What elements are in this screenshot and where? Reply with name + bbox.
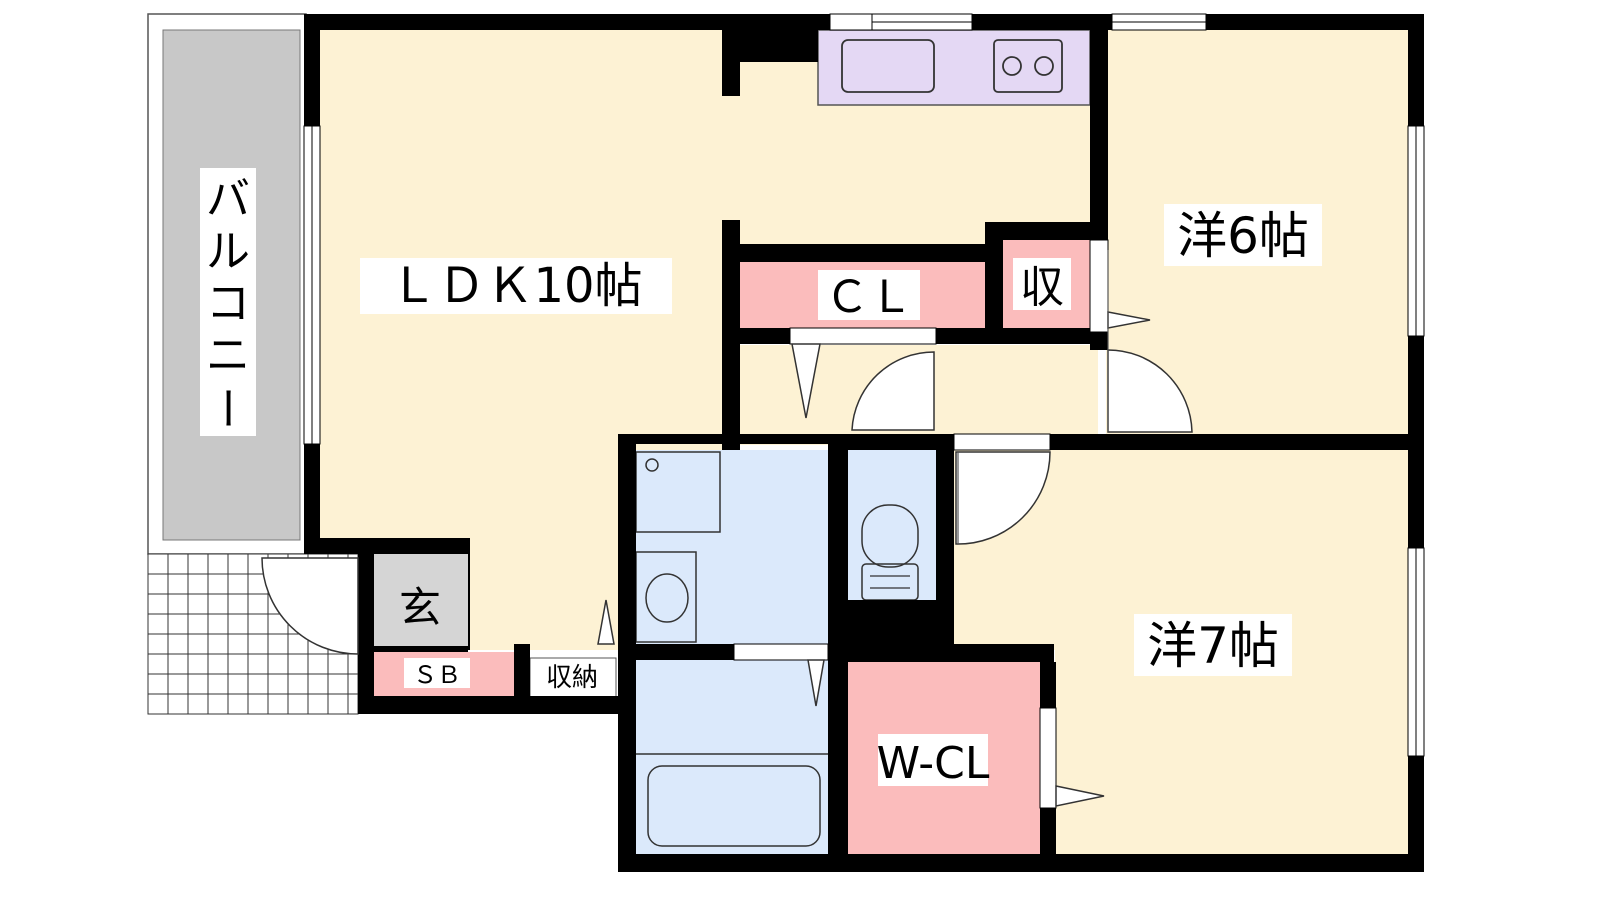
wcl-door-marker [1055,785,1105,807]
entry-door [261,557,359,655]
label-bedroom1: 洋6帖 [1177,207,1309,265]
label-balcony-2: ル [206,226,250,277]
entry-storage-marker [597,599,615,645]
burner-left-icon [1002,56,1022,76]
toilet-seat [861,504,919,568]
doors [261,250,1193,807]
label-storage-entry: 収納 [546,663,598,693]
cl-door-marker [791,343,821,419]
ldk-floor-bottom [318,450,628,550]
label-genkan: 玄 [399,583,441,632]
washroom-floor [636,450,828,646]
bathtub [647,765,821,847]
bedroom1-door [1107,349,1193,433]
label-ldk: ＬＤＫ10帖 [389,258,642,314]
label-closet-cl: ＣＬ [825,272,913,323]
kitchen-counter [817,29,1091,106]
genkan-floor [374,552,468,648]
label-shoe-box: ＳＢ [413,661,461,689]
label-balcony-5: ー [201,386,252,430]
bath-door-marker [807,659,825,707]
walls [303,13,1425,872]
label-balcony-3: コ [206,278,250,329]
storage-entry-floor [529,657,617,699]
label-storage-small: 収 [1020,262,1064,313]
label-walk-in-closet: W-CL [877,738,990,789]
label-bedroom2: 洋7帖 [1147,617,1279,675]
stove [993,39,1063,93]
burner-right-icon [1034,56,1054,76]
label-balcony-1: バ [206,174,250,225]
bathroom-floor [636,660,828,855]
drain-icon [645,458,659,472]
kitchen-sink [841,39,935,93]
vanity-basin [645,573,689,623]
toilet-floor [848,450,936,602]
hall-door [851,351,935,431]
bedroom2-floor-lower [1055,650,1410,855]
bedroom2-door [955,451,1051,545]
label-balcony-4: ニ [206,330,250,381]
labels: ＬＤＫ10帖 洋6帖 洋7帖 バ ル コ ニ ー ＣＬ 収 玄 ＳＢ 収納 W-… [200,168,1322,789]
